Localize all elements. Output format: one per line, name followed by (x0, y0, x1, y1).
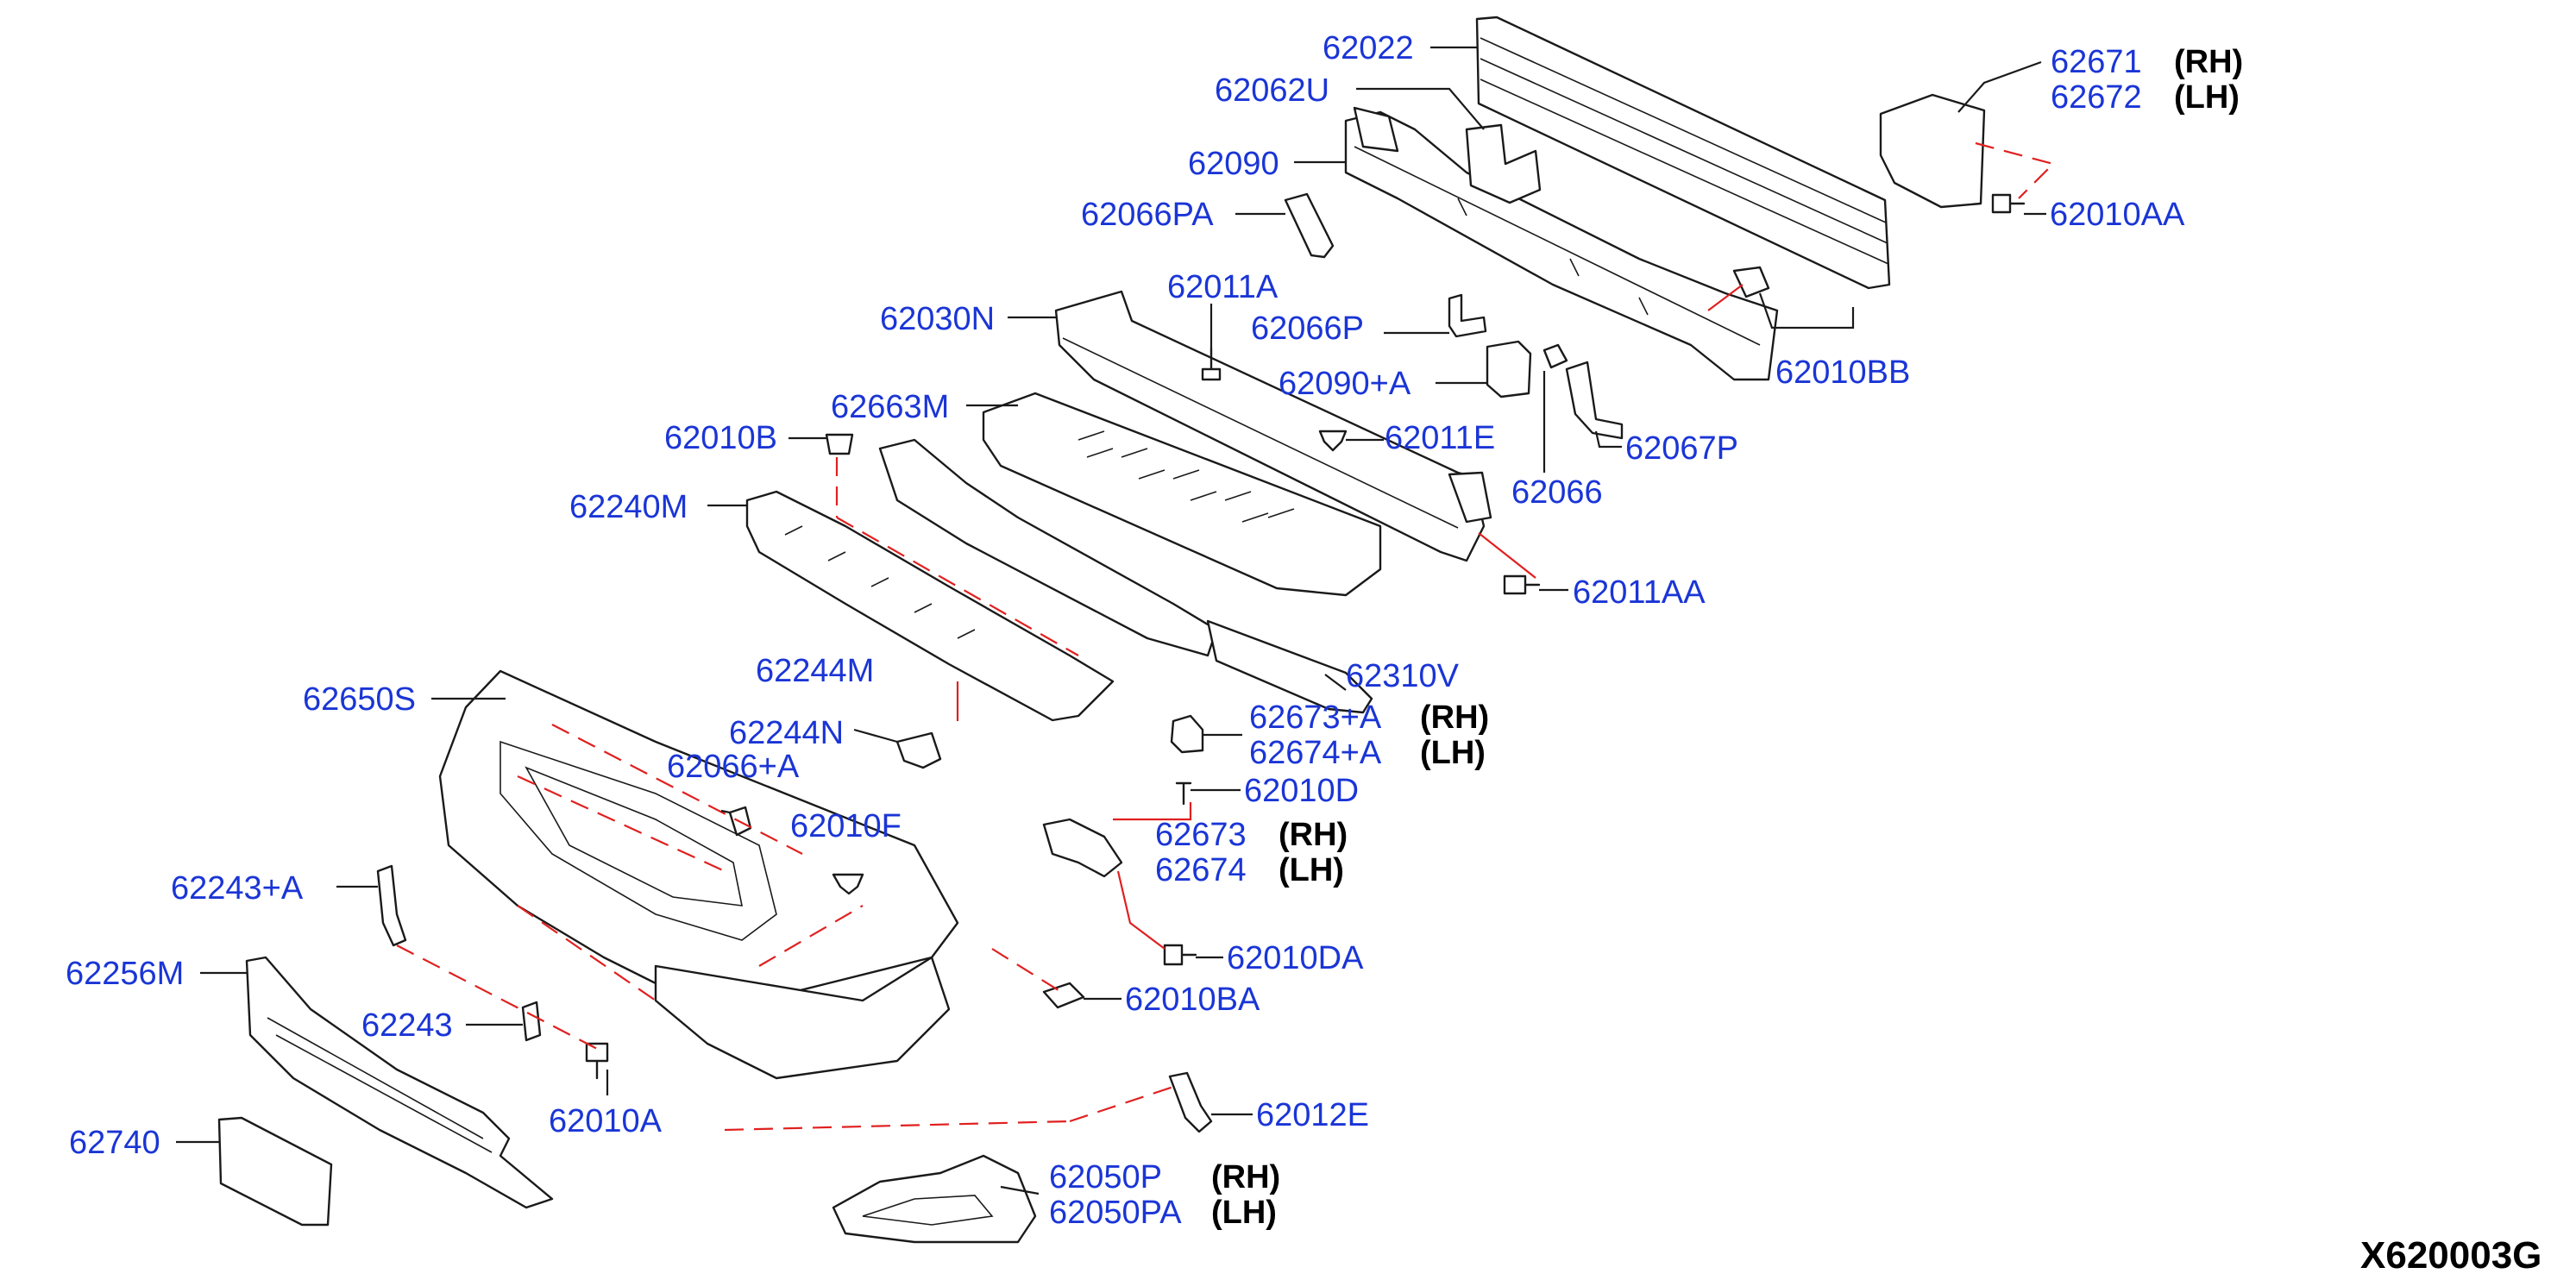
label-62010d: 62010D (1244, 773, 1359, 809)
alignment-guides (396, 141, 2056, 1132)
label-62066p: 62066P (1251, 311, 1364, 347)
leader-lines (176, 46, 2046, 1195)
label-62030n: 62030N (880, 301, 995, 337)
label-62244n: 62244N (729, 715, 844, 751)
label-62674a: 62674+A (1249, 735, 1382, 771)
label-62674: 62674 (1155, 852, 1247, 888)
label-62066: 62066 (1511, 474, 1603, 511)
bracket-62243-drawing (521, 1001, 542, 1042)
energy-absorber-drawing (1344, 106, 1779, 381)
label-62010da: 62010DA (1227, 940, 1364, 976)
label-62673: 62673 (1155, 817, 1247, 853)
label-62673a: 62673+A (1249, 700, 1382, 736)
clip-62010f-drawing (832, 873, 864, 895)
bolt-62011aa-drawing (1503, 574, 1541, 595)
label-62062u: 62062U (1215, 72, 1329, 109)
lower-reinforcement-drawing (1054, 290, 1492, 562)
diagram-code: X620003G (2360, 1234, 2541, 1277)
bolt-62010da-drawing (1163, 944, 1197, 966)
label-62011e: 62011E (1385, 420, 1495, 456)
bolt-62011a-drawing (1201, 347, 1222, 381)
label-62066a: 62066+A (667, 749, 800, 785)
lower-cover-62310v-drawing (1206, 619, 1373, 714)
label-62310v: 62310V (1346, 658, 1460, 694)
label-62256m: 62256M (66, 956, 184, 992)
air-deflector-drawing (982, 392, 1382, 597)
label-62010b: 62010B (664, 420, 777, 456)
undercover-62240m-drawing (745, 490, 1115, 722)
label-62011aa: 62011AA (1573, 574, 1706, 611)
label-62050p-rh: (RH) (1211, 1159, 1280, 1195)
label-62010f: 62010F (790, 808, 902, 844)
license-bracket-62740-drawing (217, 1116, 333, 1227)
label-62243: 62243 (361, 1007, 453, 1044)
fog-cover-62050p-detail (862, 1195, 994, 1226)
label-62671-rh: (RH) (2174, 44, 2243, 80)
fog-cover-62050p-drawing (832, 1154, 1037, 1244)
label-62672-lh: (LH) (2174, 79, 2240, 116)
undercover-62240m-ribs (784, 525, 976, 639)
screw-62010d-drawing (1175, 781, 1192, 806)
label-62050pa: 62050PA (1049, 1195, 1182, 1231)
clip-62012e-drawing (1168, 1071, 1213, 1133)
bolt-62010aa-drawing (1991, 193, 2026, 214)
label-62663m: 62663M (831, 389, 949, 425)
label-62243a: 62243+A (171, 870, 304, 907)
bracket-62067p-drawing (1565, 361, 1624, 440)
label-62090a: 62090+A (1279, 366, 1411, 402)
nut-62010bb-drawing (1732, 266, 1770, 298)
bracket-62671-drawing (1879, 93, 1986, 209)
label-62012e: 62012E (1256, 1097, 1369, 1133)
side-bracket-62673-drawing (1042, 818, 1123, 878)
label-62022: 62022 (1323, 30, 1414, 66)
foam-62090a-drawing (1486, 340, 1532, 398)
label-62740: 62740 (69, 1125, 160, 1161)
label-62671: 62671 (2051, 44, 2142, 80)
part-number-labels: 62022 62062U 62090 62066PA 62011A 62030N… (66, 30, 2541, 1277)
label-62010aa: 62010AA (2050, 197, 2185, 233)
bracket-62066p-drawing (1448, 293, 1487, 338)
label-62010bb: 62010BB (1775, 355, 1910, 391)
clip-62011e-drawing (1318, 430, 1348, 452)
bracket-62244n-drawing (895, 731, 942, 769)
bracket-62062u-drawing (1465, 123, 1542, 204)
bumper-fascia-drawing (438, 669, 959, 1080)
pad-62066pa-drawing (1284, 192, 1335, 259)
reinforcement-beam-drawing (1475, 16, 1891, 290)
label-62650s: 62650S (303, 681, 416, 718)
bolt-62010a-drawing (585, 1042, 609, 1080)
label-62673a-rh: (RH) (1420, 700, 1489, 736)
label-62010ba: 62010BA (1125, 982, 1260, 1018)
label-62674-lh: (LH) (1279, 852, 1344, 888)
label-62011a: 62011A (1167, 269, 1279, 305)
label-62672: 62672 (2051, 79, 2142, 116)
grille-62256m-drawing (245, 956, 554, 1209)
label-62050p: 62050P (1049, 1159, 1162, 1195)
label-62240m: 62240M (569, 489, 688, 525)
label-62010a: 62010A (549, 1103, 663, 1139)
label-62244m: 62244M (756, 653, 874, 689)
label-62674a-lh: (LH) (1420, 735, 1486, 771)
bracket-62243a-drawing (376, 864, 407, 947)
label-62066pa: 62066PA (1081, 197, 1214, 233)
grommet-62010b-drawing (825, 433, 854, 455)
bracket-62673a-drawing (1170, 714, 1204, 754)
nut-62010ba-drawing (1042, 982, 1085, 1009)
label-62673-rh: (RH) (1279, 817, 1348, 853)
label-62067p: 62067P (1625, 430, 1738, 467)
label-62050pa-lh: (LH) (1211, 1195, 1277, 1231)
clip-62066-drawing (1542, 343, 1568, 369)
label-62090: 62090 (1188, 146, 1279, 182)
